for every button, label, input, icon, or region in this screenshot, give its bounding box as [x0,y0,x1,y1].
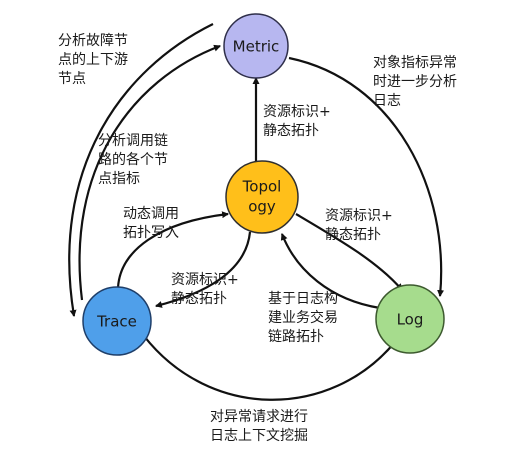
label-metric-to-log: 对象指标异常 时进一步分析 日志 [373,55,461,109]
arrow-trace-to-metric [78,44,221,301]
node-trace-circle [82,286,152,356]
label-fault-analysis-line: 分析故障节 [58,33,128,49]
arrow-trace-log [143,335,396,401]
arrow-log-to-topology [280,233,381,310]
label-log-to-topology-line: 链路拓扑 [268,329,324,345]
label-topology-to-metric: 资源标识+ 静态拓扑 [263,104,335,139]
arrow-metric-to-trace [68,23,214,318]
node-topology-circle [225,160,299,234]
node-metric-label: Metric [233,38,280,56]
node-trace-label: Trace [96,313,137,331]
label-topology-to-trace-line: 静态拓扑 [171,291,227,307]
label-fault-analysis: 分析故障节 点的上下游 节点 [58,33,132,87]
arrow-trace-to-topology [116,211,230,289]
label-call-chain-line: 点指标 [98,171,140,187]
node-trace: Trace [82,286,152,356]
label-topology-to-metric-line: 静态拓扑 [263,123,319,139]
label-topology-to-log-line: 资源标识+ [325,208,393,224]
label-topology-to-log: 资源标识+ 静态拓扑 [325,208,397,243]
label-call-chain-line: 分析调用链 [98,133,168,149]
node-topology-label-line1: Topol [242,178,282,196]
node-metric-circle [223,13,289,79]
label-log-to-topology: 基于日志构 建业务交易 链路拓扑 [268,290,342,345]
label-metric-to-log-line: 对象指标异常 [373,55,457,71]
label-log-to-topology-line: 建业务交易 [268,309,338,326]
arrow-topology-to-log [295,213,403,291]
label-trace-to-topology-line: 拓扑写入 [123,225,179,241]
node-log: Log [375,284,445,354]
label-topology-to-metric-line: 资源标识+ [263,104,331,120]
label-trace-to-topology-line: 动态调用 [123,206,179,222]
node-topology: Topol ogy [225,160,299,234]
label-topology-to-log-line: 静态拓扑 [325,227,381,243]
label-log-to-topology-line: 基于日志构 [268,290,338,307]
label-trace-log: 对异常请求进行 日志上下文挖掘 [210,409,312,444]
label-trace-to-topology: 动态调用 拓扑写入 [123,206,183,241]
node-log-circle [375,284,445,354]
arrow-metric-to-log [288,56,445,298]
node-metric: Metric [223,13,289,79]
label-fault-analysis-line: 节点 [58,71,86,87]
label-call-chain: 分析调用链 路的各个节 点指标 [98,133,172,187]
label-metric-to-log-line: 日志 [373,93,401,109]
label-trace-log-line: 对异常请求进行 [210,409,308,425]
label-call-chain-line: 路的各个节 [98,152,168,168]
arrow-topology-to-trace [154,231,252,308]
label-metric-to-log-line: 时进一步分析 [373,74,457,90]
label-topology-to-trace: 资源标识+ 静态拓扑 [171,272,243,307]
label-topology-to-trace-line: 资源标识+ [171,272,239,288]
label-fault-analysis-line: 点的上下游 [58,52,128,68]
label-trace-log-line: 日志上下文挖掘 [210,428,308,444]
node-topology-label-line2: ogy [248,198,276,216]
node-log-label: Log [397,311,424,329]
